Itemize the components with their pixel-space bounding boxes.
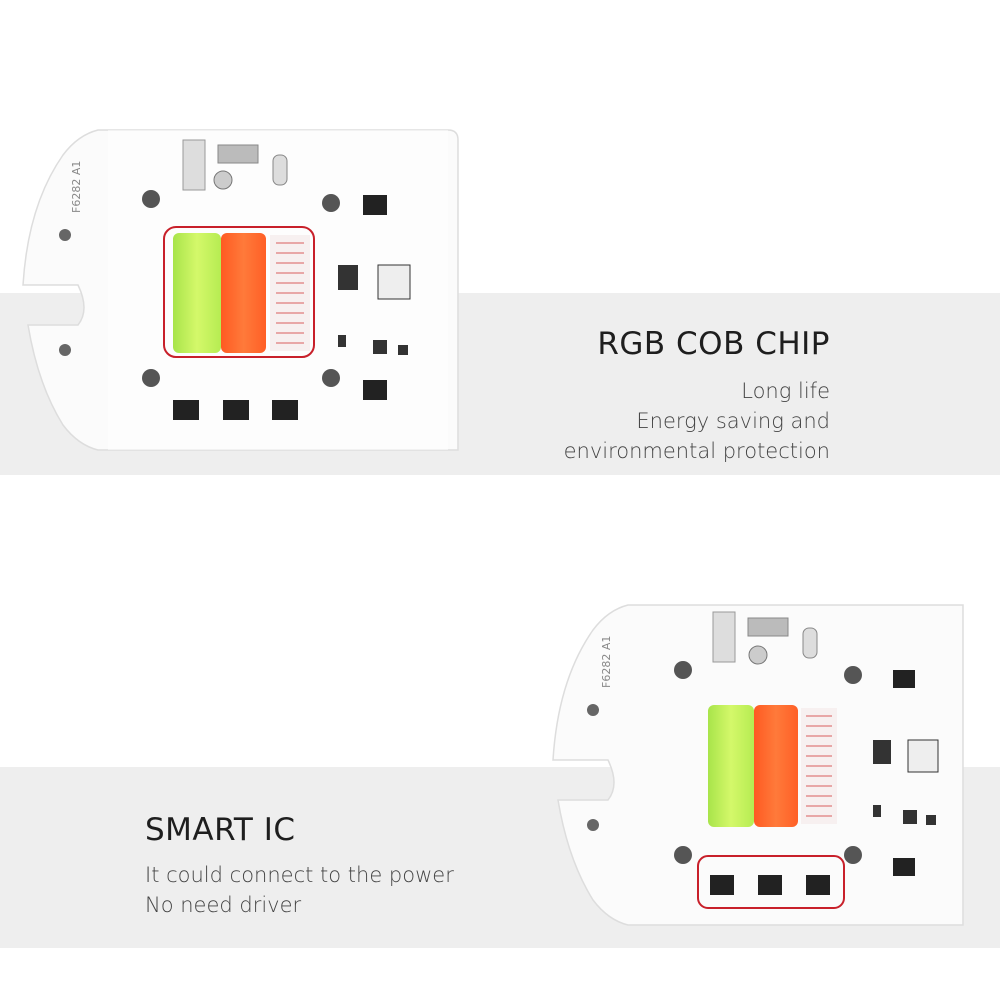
led-green-segment <box>173 233 221 353</box>
ic-chip-icon <box>710 670 915 895</box>
board-label: F6282 A1 <box>600 636 613 688</box>
pin-n-icon <box>587 819 599 831</box>
screw-hole-icon <box>674 846 692 864</box>
screw-hole-icon <box>844 666 862 684</box>
top-feature-text: RGB COB CHIP Long life Energy saving and… <box>430 324 830 466</box>
coil-component-icon <box>712 611 818 665</box>
bottom-feature-text: SMART IC It could connect to the power N… <box>145 810 565 920</box>
pin-l-icon <box>59 229 71 241</box>
cob-board-image-bottom: F6282 A1 <box>552 604 964 926</box>
screw-hole-icon <box>674 661 692 679</box>
rgb-cob-chip-title: RGB COB CHIP <box>597 326 830 362</box>
feature-line: Long life <box>741 379 830 403</box>
led-orange-segment <box>221 233 266 353</box>
screw-hole-icon <box>322 369 340 387</box>
board-label: F6282 A1 <box>70 161 83 213</box>
smart-ic-title: SMART IC <box>145 812 296 848</box>
cob-board-image-top: F6282 A1 <box>22 129 459 451</box>
screw-hole-icon <box>142 190 160 208</box>
screw-hole-icon <box>844 846 862 864</box>
led-orange-segment <box>754 705 798 827</box>
cob-chip-highlight-box <box>163 226 315 358</box>
feature-line: No need driver <box>145 893 302 917</box>
smart-ic-highlight-box <box>697 855 845 909</box>
screw-hole-icon <box>322 194 340 212</box>
feature-line: environmental protection <box>563 439 830 463</box>
feature-line: It could connect to the power <box>145 863 454 887</box>
pin-l-icon <box>587 704 599 716</box>
led-green-segment <box>708 705 754 827</box>
pin-n-icon <box>59 344 71 356</box>
ic-chip-icon <box>173 195 387 420</box>
screw-hole-icon <box>142 369 160 387</box>
feature-line: Energy saving and <box>636 409 830 433</box>
coil-component-icon <box>182 139 288 191</box>
